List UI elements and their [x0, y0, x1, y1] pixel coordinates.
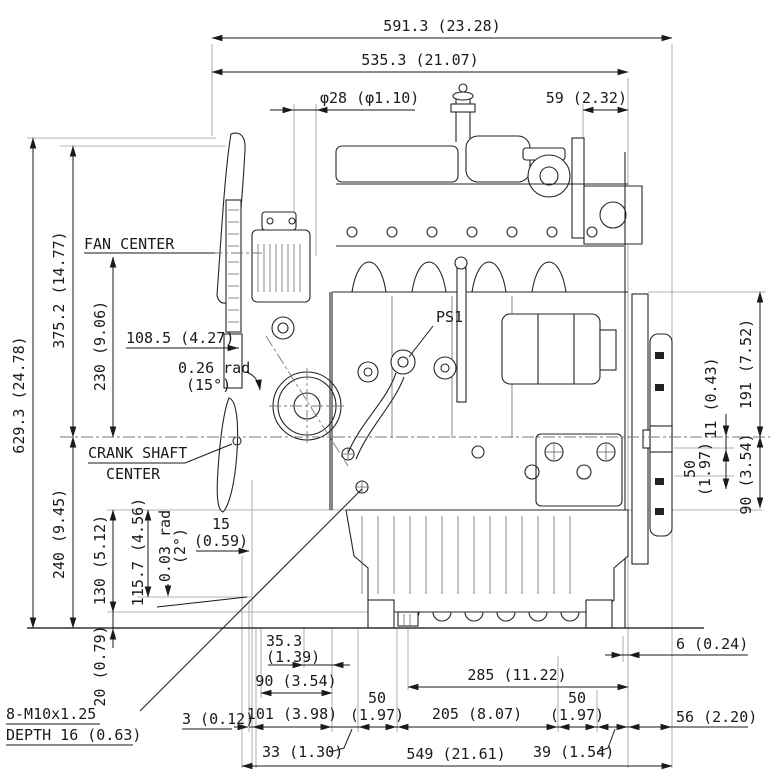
dim-15-line2: (0.59)	[194, 532, 248, 550]
dim-108-5: 108.5 (4.27)	[126, 329, 234, 347]
dim-total-height: 629.3 (24.78)	[10, 336, 28, 453]
dimension-labels: 591.3 (23.28) 535.3 (21.07) φ28 (φ1.10) …	[6, 17, 757, 763]
dim-101: 101 (3.98)	[247, 705, 337, 723]
dim-240: 240 (9.45)	[50, 489, 68, 579]
tilt-15-label-line1: 0.26 rad	[178, 359, 250, 377]
ps-pump	[390, 349, 416, 375]
tilt-2-label-line2: (2°)	[171, 528, 189, 564]
dim-90-bottom: 90 (3.54)	[255, 672, 336, 690]
pan-foot-right	[585, 599, 613, 629]
fan-center-label: FAN CENTER	[84, 235, 175, 253]
dim-11: 11 (0.43)	[702, 357, 720, 438]
dim-fan-boss-dia: φ28 (φ1.10)	[320, 89, 419, 107]
dim-50b-line1: 50	[568, 689, 586, 707]
dim-39: 39 (1.54)	[533, 743, 614, 761]
dim-fan-to-crank: 230 (9.06)	[91, 301, 109, 391]
intake-plenum	[465, 135, 531, 183]
dim-33: 33 (1.30)	[262, 743, 343, 761]
drain-plug	[397, 611, 419, 627]
mount-note-leader	[139, 488, 363, 712]
dim-130: 130 (5.12)	[91, 515, 109, 605]
dim-50b-line2: (1.97)	[550, 706, 604, 724]
dim-56: 56 (2.20)	[676, 708, 757, 726]
mount-note-line1: 8-M10x1.25	[6, 705, 96, 723]
alternator-bracket	[261, 211, 297, 231]
tilt-centerline	[265, 335, 349, 467]
bell-housing	[631, 293, 649, 565]
fan-blade-lower	[216, 397, 239, 513]
rocker-cover	[335, 145, 459, 183]
pan-foot-left	[367, 599, 395, 629]
dim-50a-line1: 50	[368, 689, 386, 707]
fan-hub-column	[225, 199, 242, 333]
dim-15-line1: 15	[212, 515, 230, 533]
ps1-label: PS1	[436, 308, 463, 326]
crank-shaft-label-line1: CRANK SHAFT	[88, 444, 187, 462]
dim-50r-line2: (1.97)	[696, 442, 714, 496]
crank-shaft-label-line2: CENTER	[106, 465, 161, 483]
lifting-hole	[599, 201, 627, 229]
turbocharger	[527, 154, 571, 198]
oil-pan	[345, 509, 629, 613]
idler-pulley	[271, 316, 295, 340]
dim-50r-line1: 50	[681, 460, 699, 478]
dim-35-3-line1: 35.3	[266, 632, 302, 650]
dim-50a-line2: (1.97)	[350, 706, 404, 724]
dim-6: 6 (0.24)	[676, 635, 748, 653]
dimension-lines	[6, 34, 764, 770]
ps1-leader	[408, 325, 434, 358]
tilt-15-label-line2: (15°)	[186, 376, 231, 394]
mount-note-line2: DEPTH 16 (0.63)	[6, 726, 141, 744]
dim-115-7: 115.7 (4.56)	[129, 498, 147, 606]
dim-total-width: 591.3 (23.28)	[383, 17, 500, 35]
alternator	[251, 229, 311, 303]
rear-bracket	[583, 185, 643, 245]
dim-top-right: 59 (2.32)	[546, 89, 627, 107]
dim-35-3-line2: (1.39)	[266, 648, 320, 666]
dim-upper-width: 535.3 (21.07)	[361, 51, 478, 69]
dim-205: 205 (8.07)	[432, 705, 522, 723]
dim-285: 285 (11.22)	[467, 666, 566, 684]
dipstick-tube	[456, 267, 467, 403]
dim-90-right: 90 (3.54)	[737, 433, 755, 514]
starter-motor	[501, 313, 601, 385]
engine-artwork	[27, 83, 704, 629]
ps-hose	[347, 372, 397, 454]
dim-549: 549 (21.61)	[406, 745, 505, 763]
lifting-plate	[571, 137, 585, 239]
tilt-2-label-line1: 0.03 rad	[156, 510, 174, 582]
dim-20: 20 (0.79)	[91, 625, 109, 706]
dim-top-to-crank: 375.2 (14.77)	[50, 231, 68, 348]
dim-191: 191 (7.52)	[737, 319, 755, 409]
dim-3: 3 (0.12)	[182, 710, 254, 728]
